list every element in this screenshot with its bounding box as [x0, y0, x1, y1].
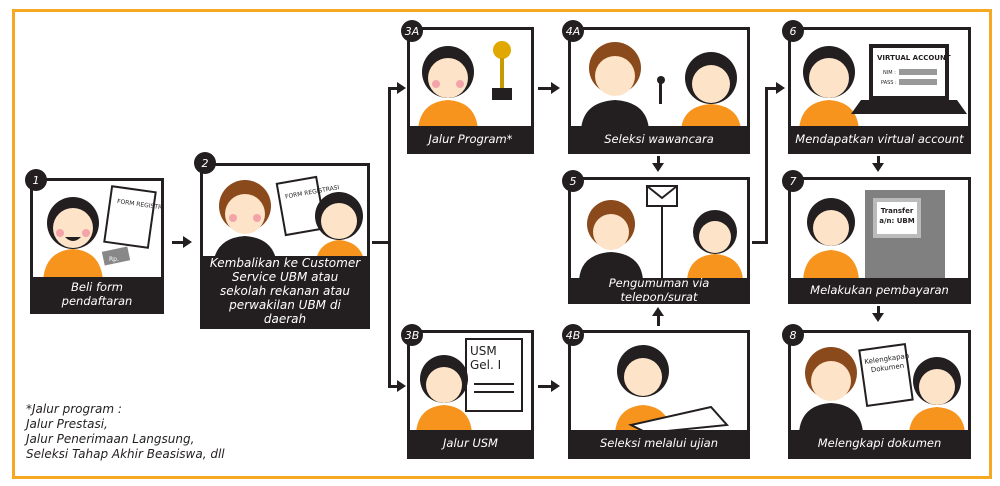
footnote-line: Jalur Penerimaan Langsung, — [26, 432, 195, 446]
step-badge: 2 — [194, 152, 216, 174]
arrow-3b-4b — [538, 385, 552, 388]
arrow-head — [551, 380, 560, 392]
step-8-card: Kelengkapan Dokumen Melengkapi dokumen — [788, 330, 971, 459]
arrow-head — [183, 236, 192, 248]
arrow-7-8 — [877, 306, 880, 314]
person-illustration: FORM REGISTRASI Rp. — [43, 185, 161, 281]
step-badge: 8 — [782, 324, 804, 346]
step-7-card: Transfer a/n: UBM Melakukan pembayaran — [788, 177, 971, 304]
arrow-5-6 — [765, 87, 768, 244]
nim-label: NIM : — [883, 70, 896, 76]
step-caption: Kembalikan ke Customer Service UBM atau … — [203, 256, 367, 326]
step-badge: 6 — [782, 20, 804, 42]
step-2-card: FORM REGISTRASI Kembalikan ke Customer S… — [200, 163, 370, 329]
step-caption: Melengkapi dokumen — [791, 430, 968, 456]
pass-label: PASS : — [881, 80, 897, 86]
step-3a-card: Jalur Program* — [407, 27, 534, 154]
step-caption: Mendapatkan virtual account — [791, 126, 968, 151]
step-badge: 1 — [25, 169, 47, 191]
footnote-line: *Jalur program : — [26, 402, 122, 416]
usm-sheet-label: USM Gel. I — [470, 344, 502, 372]
usm-illustration — [416, 338, 523, 433]
atm-illustration — [803, 190, 945, 280]
step-badge: 3A — [401, 20, 423, 42]
arrow-head — [397, 82, 406, 94]
step-caption: Melakukan pembayaran — [791, 278, 968, 301]
arrow-6-7 — [877, 156, 880, 164]
step-caption: Beli form pendaftaran — [33, 277, 161, 311]
arrow-head — [652, 307, 664, 316]
arrow-2-3b — [388, 385, 398, 388]
arrow-head — [652, 163, 664, 172]
step-3b-card: USM Gel. I Jalur USM — [407, 330, 534, 459]
arrow-head — [872, 163, 884, 172]
step-caption: Seleksi melalui ujian — [571, 430, 747, 456]
step-caption: Jalur Program* — [410, 126, 531, 151]
branch-line — [388, 87, 391, 388]
step-badge: 4A — [562, 20, 584, 42]
arrow-2-3a — [388, 87, 398, 90]
arrow-head — [776, 82, 785, 94]
step-5-card: Pengumuman via telepon/surat — [568, 177, 750, 304]
atm-screen-text: Transfer a/n: UBM — [879, 207, 915, 225]
step-caption: Pengumuman via telepon/surat — [571, 276, 747, 301]
arrow-5-6 — [765, 87, 777, 90]
branch-line — [372, 241, 389, 244]
laptop-illustration: VIRTUAL ACCOUNT NIM : PASS : — [799, 44, 967, 130]
announcement-illustration — [579, 185, 743, 280]
footnote-line: Seleksi Tahap Akhir Beasiswa, dll — [26, 447, 225, 461]
arrow-5-6 — [752, 241, 768, 244]
step-6-card: VIRTUAL ACCOUNT NIM : PASS : Mendapatkan… — [788, 27, 971, 154]
step-caption: Jalur USM — [410, 430, 531, 456]
arrow-4a-5 — [657, 156, 660, 164]
person-illustration: FORM REGISTRASI — [213, 175, 365, 266]
trophy-illustration — [418, 41, 512, 130]
step-badge: 5 — [562, 170, 584, 192]
arrow-1-2 — [172, 241, 184, 244]
arrow-4b-5 — [657, 316, 660, 326]
arrow-head — [397, 380, 406, 392]
step-badge: 4B — [562, 324, 584, 346]
exam-illustration — [615, 345, 730, 433]
step-4b-card: Seleksi melalui ujian — [568, 330, 750, 459]
diagram-frame — [12, 9, 992, 479]
step-caption: Seleksi wawancara — [571, 126, 747, 151]
interview-illustration — [581, 42, 741, 130]
step-badge: 3B — [401, 324, 423, 346]
arrow-3a-4a — [538, 87, 552, 90]
screen-title: VIRTUAL ACCOUNT — [877, 54, 951, 62]
footnote-line: Jalur Prestasi, — [26, 417, 108, 431]
arrow-head — [551, 82, 560, 94]
step-4a-card: Seleksi wawancara — [568, 27, 750, 154]
footnote: *Jalur program : Jalur Prestasi, Jalur P… — [26, 402, 225, 462]
documents-illustration — [799, 342, 965, 433]
arrow-head — [872, 313, 884, 322]
step-badge: 7 — [782, 170, 804, 192]
money-label: Rp. — [109, 256, 119, 263]
step-1-card: FORM REGISTRASI Rp. Beli form pendaftara… — [30, 178, 164, 314]
